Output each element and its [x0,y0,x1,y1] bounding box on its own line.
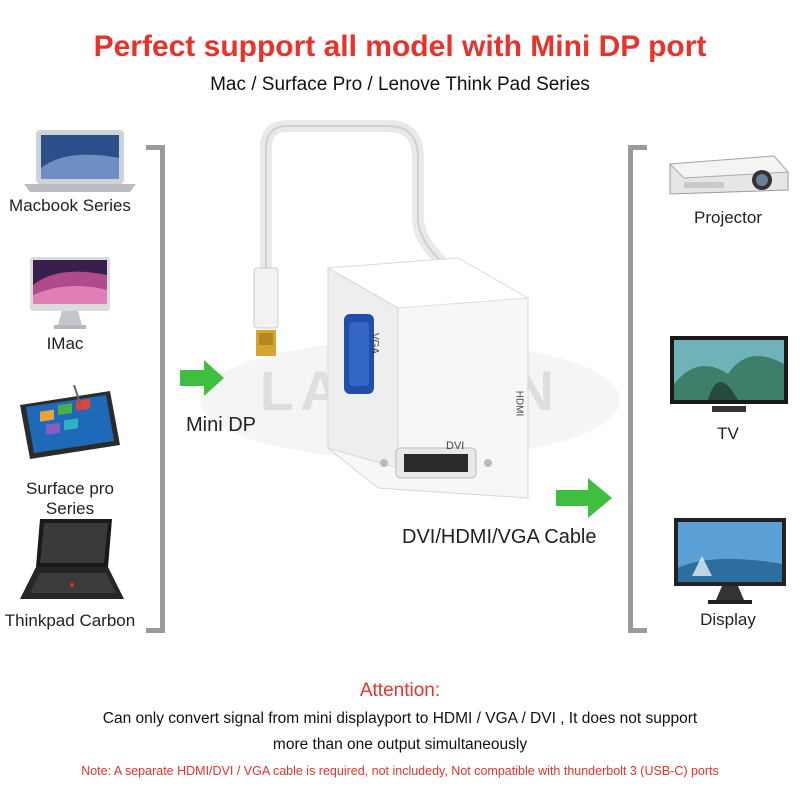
port-label-dvi: DVI [446,440,465,452]
macbook-icon [22,128,138,194]
output-label: DVI/HDMI/VGA Cable [402,526,597,548]
input-arrow-icon [180,360,224,396]
thinkpad-icon [16,515,128,603]
attention-heading: Attention: [359,680,441,701]
device-label-imac: IMac [46,334,84,353]
device-label-surface: Surface pro Series [26,479,114,518]
right-bracket [628,145,647,633]
surface-icon [16,384,128,465]
device-label-display: Display [700,610,756,629]
attention-line-1: Can only convert signal from mini displa… [102,710,698,727]
device-label-projector: Projector [693,208,763,227]
device-label-tv: TV [717,424,739,443]
attention-text: Can only convert signal from mini displa… [0,706,800,758]
page-title: Perfect support all model with Mini DP p… [93,30,707,63]
port-label-vga: VGA [369,332,381,355]
page-subtitle: Mac / Surface Pro / Lenove Think Pad Ser… [210,74,590,95]
device-label-macbook: Macbook Series [9,196,131,215]
input-label: Mini DP [186,414,257,436]
left-bracket [146,145,165,633]
tv-icon [668,334,790,416]
output-arrow-icon [556,478,612,518]
port-label-hdmi: HDMI [513,390,525,417]
adapter-illustration [228,118,548,518]
attention-line-2: more than one output simultaneously [272,736,528,753]
imac-icon [28,255,112,331]
display-icon [672,516,788,606]
device-label-thinkpad: Thinkpad Carbon [4,611,136,630]
projector-icon [664,150,792,198]
footnote: Note: A separate HDMI/DVI / VGA cable is… [81,764,719,778]
